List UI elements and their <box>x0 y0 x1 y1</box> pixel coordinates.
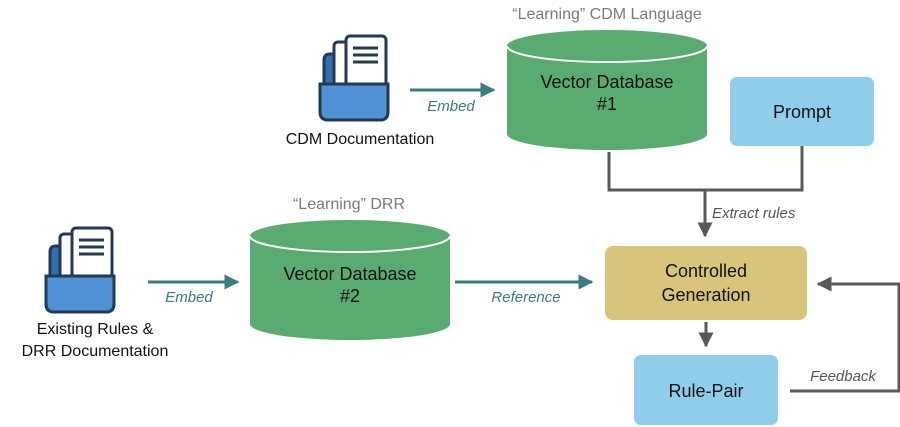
caption-learning-cdm: “Learning” CDM Language <box>512 6 702 23</box>
label-existing-rules: Existing Rules & <box>37 321 154 338</box>
controlled-label-line2: Generation <box>661 285 750 305</box>
rule-pair-box <box>634 355 778 425</box>
vdb1-label-line1: Vector Database <box>540 72 673 92</box>
rule-pair-label: Rule-Pair <box>668 381 743 401</box>
prompt-box <box>730 77 874 146</box>
edge-label-extract-rules: Extract rules <box>712 205 796 222</box>
vector-database-2 <box>249 220 451 340</box>
folder-document-icon <box>44 226 116 314</box>
edge-label-reference: Reference <box>491 289 560 306</box>
prompt-label: Prompt <box>773 102 831 122</box>
edge-merge-bracket <box>607 146 804 192</box>
edge-label-feedback: Feedback <box>810 368 877 385</box>
label-drr-documentation: DRR Documentation <box>22 343 169 360</box>
edge-label-embed-bottom: Embed <box>165 289 213 306</box>
caption-learning-drr: “Learning” DRR <box>293 196 405 213</box>
vdb1-label-line2: #1 <box>597 94 617 114</box>
controlled-generation-box <box>605 246 807 320</box>
vdb2-label-line1: Vector Database <box>283 264 416 284</box>
folder-document-icon <box>318 34 390 122</box>
label-cdm-documentation: CDM Documentation <box>286 131 435 148</box>
vector-database-1 <box>506 30 708 150</box>
edge-label-embed-top: Embed <box>427 98 475 115</box>
edge-feedback <box>790 276 900 393</box>
vdb2-label-line2: #2 <box>340 286 360 306</box>
controlled-label-line1: Controlled <box>665 261 747 281</box>
